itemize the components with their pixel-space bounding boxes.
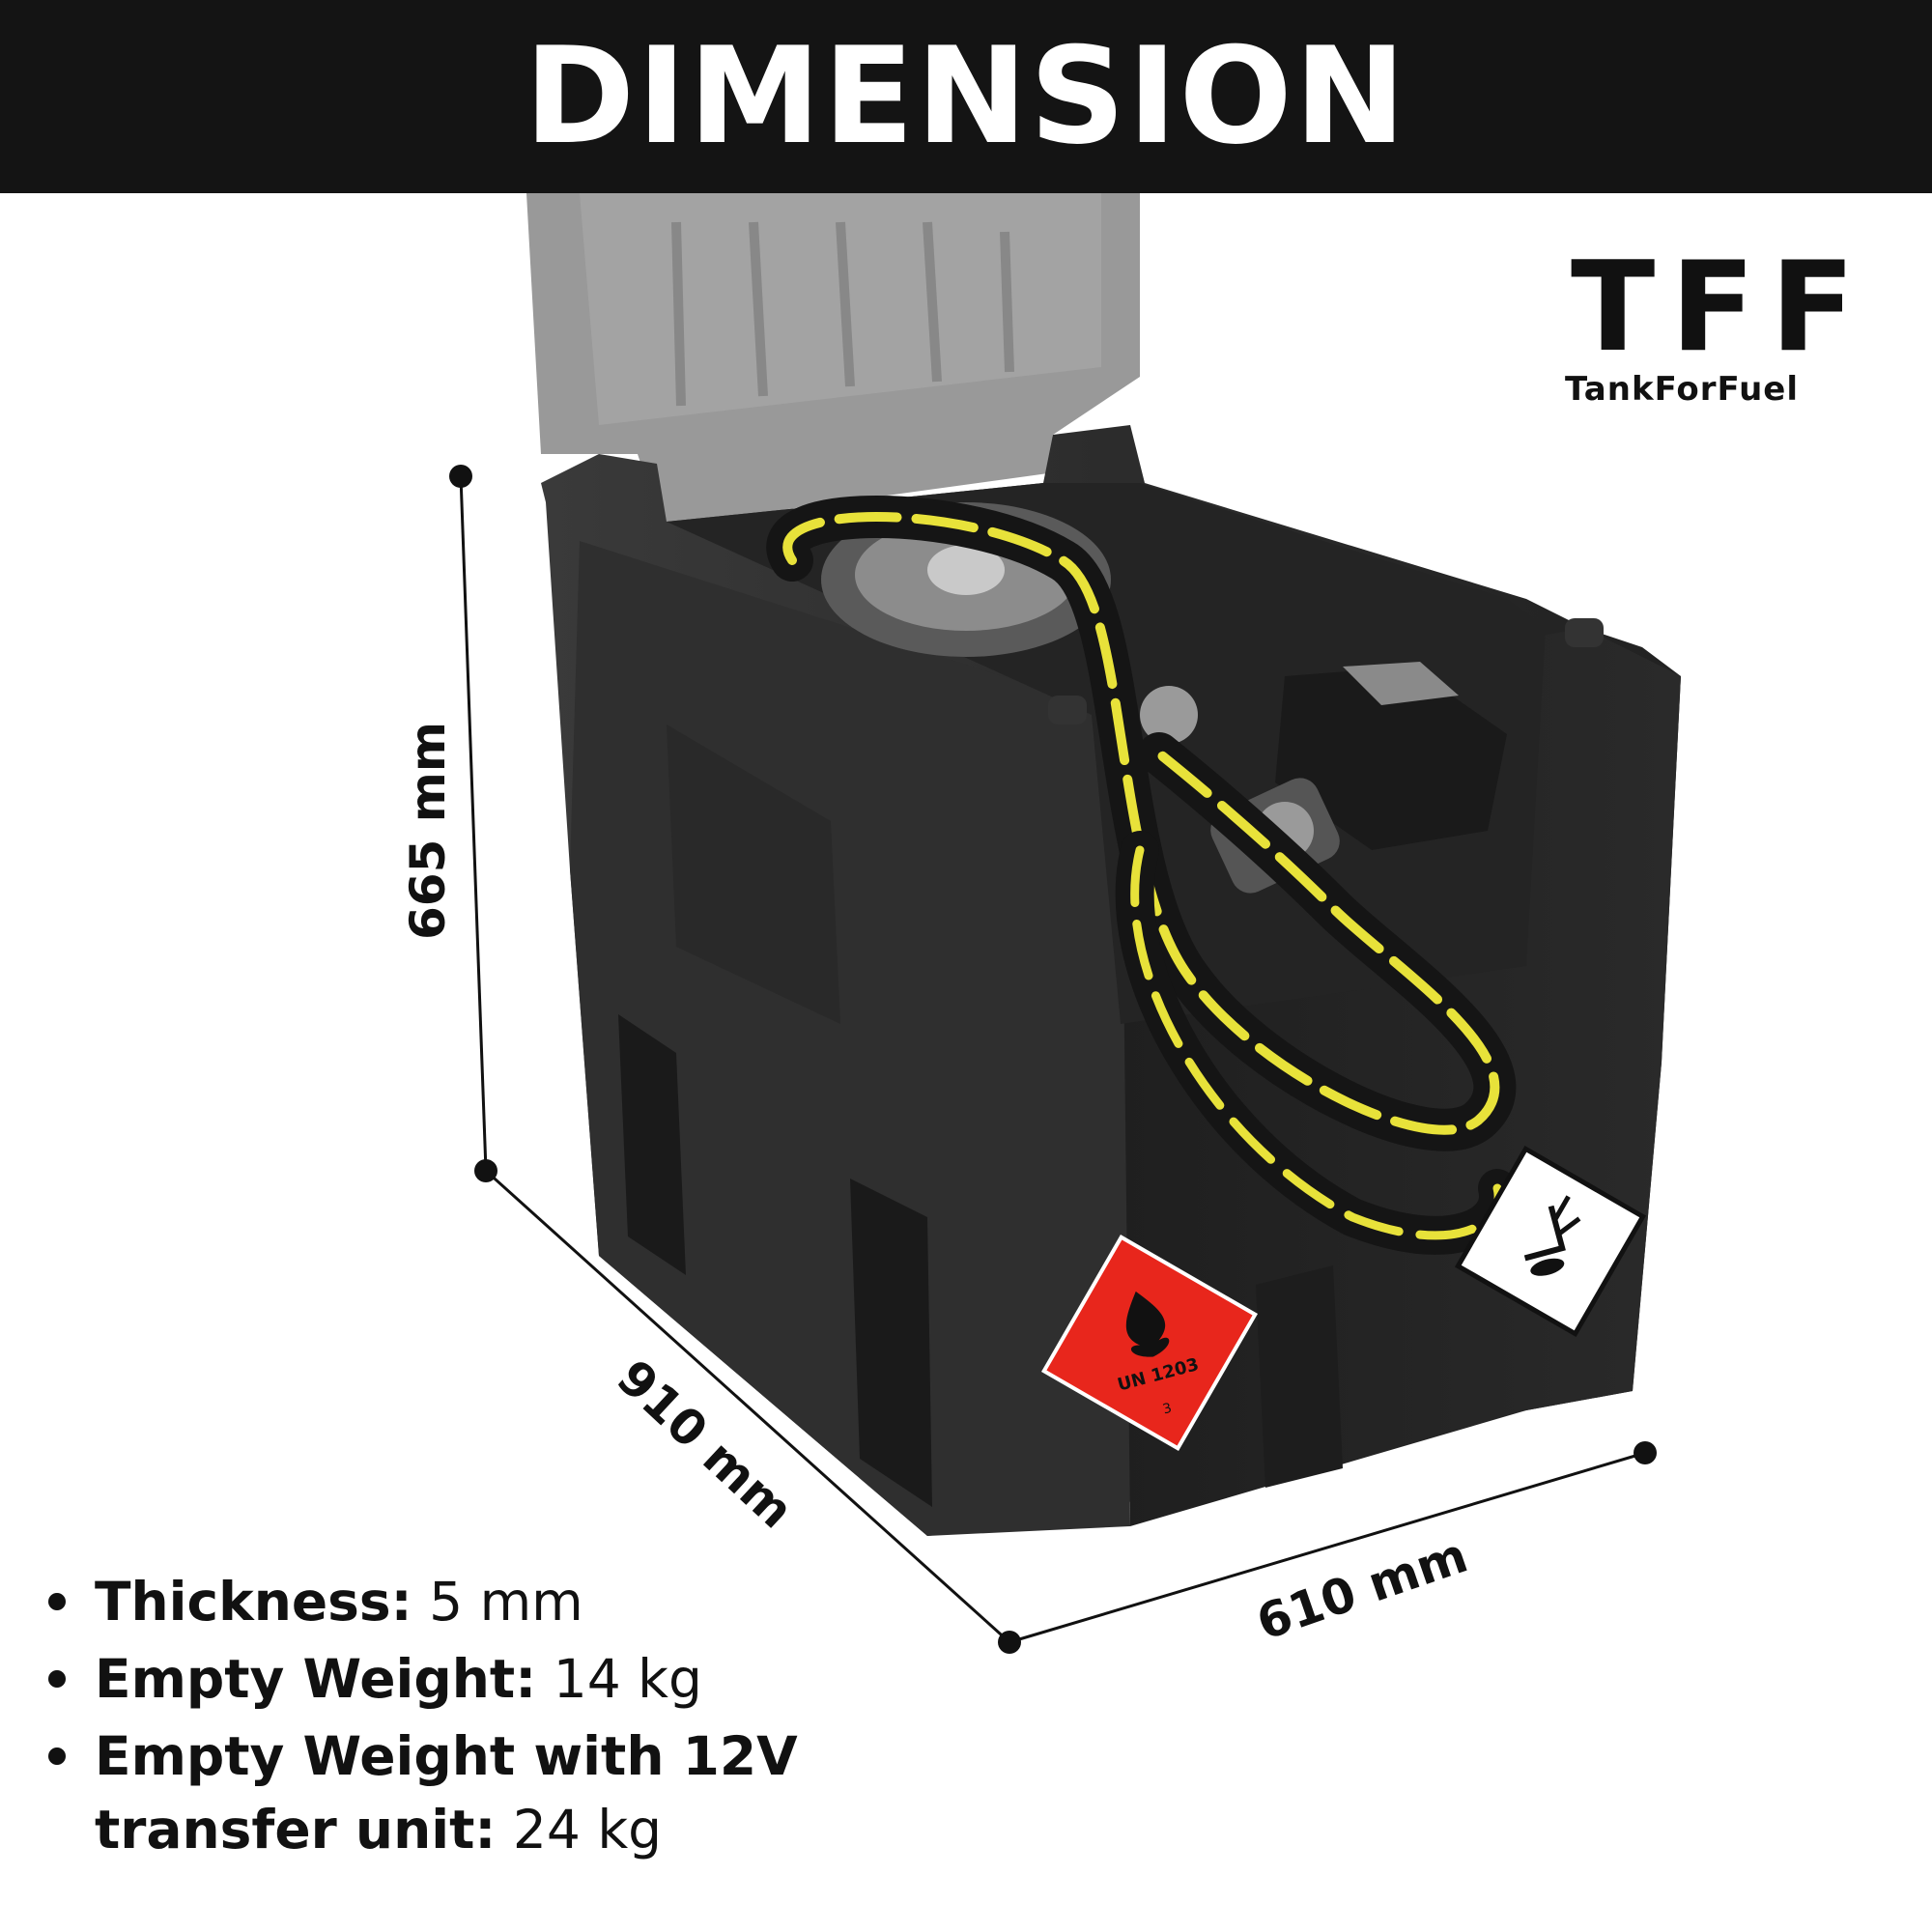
spec-key: Thickness: [95,1571,412,1633]
hazard-class: 3 [1161,1401,1174,1418]
spec-key: Empty Weight with 12V transfer unit: [95,1725,798,1861]
page-title: DIMENSION [524,18,1408,174]
bullet-icon [48,1670,66,1688]
bullet-icon [48,1593,66,1610]
spec-item-empty-weight: Empty Weight: 14 kg [46,1642,916,1716]
spec-item-thickness: Thickness: 5 mm [46,1565,916,1638]
dimension-point [1634,1441,1657,1464]
spec-list: Thickness: 5 mm Empty Weight: 14 kg Empt… [46,1565,916,1870]
spec-value: 24 kg [496,1799,663,1861]
flammable-hazard-label: UN 1203 3 [1040,1234,1259,1452]
tank-lid [526,193,1140,526]
header-banner: DIMENSION [0,0,1932,193]
brand-logo: TFF TankForFuel [1565,236,1874,410]
bullet-icon [48,1747,66,1765]
height-dimension-label: 665 mm [400,722,456,940]
spec-value: 14 kg [536,1648,702,1710]
dimension-endpoints [449,465,1657,1654]
dimension-point [998,1631,1021,1654]
logo-mark: TFF [1571,236,1871,380]
environmental-hazard-label [1454,1145,1647,1338]
spec-key: Empty Weight: [95,1648,537,1710]
spec-value: 5 mm [412,1571,583,1633]
spec-item-empty-weight-12v: Empty Weight with 12V transfer unit: 24 … [46,1719,916,1866]
dimension-point [474,1159,497,1182]
dimension-point [449,465,472,488]
logo-subtitle: TankForFuel [1565,370,1799,409]
dimension-lines [459,475,1646,1644]
